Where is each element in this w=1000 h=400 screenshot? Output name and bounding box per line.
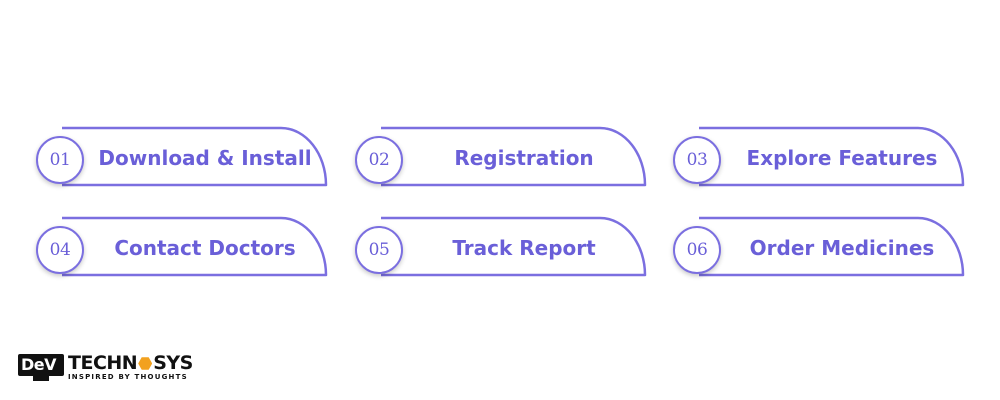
step-card-track-report: 05 Track Report	[355, 216, 655, 280]
step-number: 04	[49, 240, 71, 260]
step-card-explore-features: 03 Explore Features	[673, 126, 973, 190]
step-label: Contact Doctors	[114, 236, 296, 260]
step-card-frame	[62, 216, 328, 277]
step-number: 02	[368, 150, 390, 170]
step-number-badge: 04	[36, 226, 84, 274]
step-card-contact-doctors: 04 Contact Doctors	[36, 216, 336, 280]
step-number-badge: 05	[355, 226, 403, 274]
step-card-registration: 02 Registration	[355, 126, 655, 190]
step-label: Registration	[454, 146, 594, 170]
step-number-badge: 06	[673, 226, 721, 274]
step-label: Explore Features	[746, 146, 938, 170]
step-card-frame	[699, 216, 965, 277]
step-label: Order Medicines	[749, 236, 935, 260]
step-number: 06	[686, 240, 708, 260]
step-number-badge: 03	[673, 136, 721, 184]
step-card-frame	[699, 126, 965, 187]
step-number-badge: 01	[36, 136, 84, 184]
step-label: Track Report	[452, 236, 596, 260]
step-number: 01	[49, 150, 71, 170]
step-number: 05	[368, 240, 390, 260]
step-card-order-medicines: 06 Order Medicines	[673, 216, 973, 280]
logo-monitor-icon: DeV	[18, 354, 64, 376]
step-label: Download & Install	[98, 146, 312, 170]
logo-tagline: INSPIRED BY THOUGHTS	[68, 373, 188, 381]
logo-box-text: DeV	[21, 355, 57, 374]
hexagon-icon	[138, 357, 153, 370]
step-card-frame	[381, 216, 647, 277]
step-card-frame	[381, 126, 647, 187]
logo-brand-right: SYS	[153, 352, 193, 374]
step-number: 03	[686, 150, 708, 170]
logo-brand-name: TECHN SYS	[68, 352, 193, 374]
devtechnosys-logo: DeV TECHN SYS INSPIRED BY THOUGHTS	[18, 352, 218, 388]
step-number-badge: 02	[355, 136, 403, 184]
step-card-download-install: 01 Download & Install	[36, 126, 336, 190]
step-card-frame	[62, 126, 328, 187]
logo-monitor-stand	[33, 376, 49, 381]
logo-brand-left: TECHN	[68, 352, 138, 374]
